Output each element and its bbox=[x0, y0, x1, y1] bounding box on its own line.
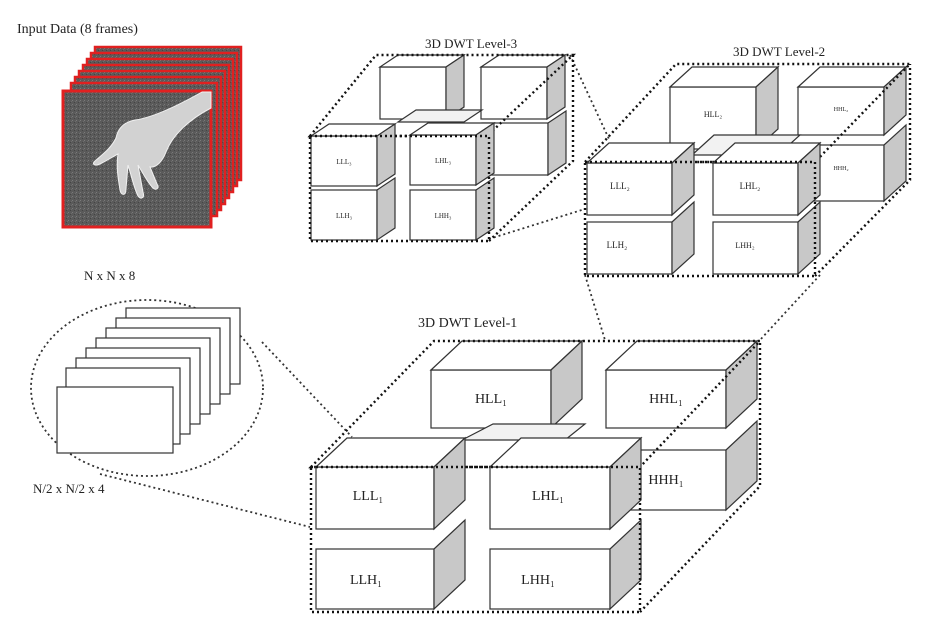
level3-cube: LLL₃ LHL₃ LLH₃ LHH₃ bbox=[307, 53, 577, 243]
level1-llh: LLH₁ bbox=[350, 573, 382, 588]
level2-llh: LLH₂ bbox=[607, 240, 628, 250]
level3-lhl: LHL₃ bbox=[435, 157, 452, 165]
level3-lll: LLL₃ bbox=[336, 158, 352, 166]
level1-lhl: LHL₁ bbox=[532, 489, 564, 504]
hand-image bbox=[93, 91, 212, 199]
level2-hll: HLL₂ bbox=[704, 110, 723, 119]
half-frames-ellipse bbox=[30, 299, 264, 477]
level1-hll: HLL₁ bbox=[475, 392, 507, 407]
level2-hhh: HHH₂ bbox=[833, 166, 848, 172]
connector-lines bbox=[99, 54, 821, 528]
level1-lhh: LHH₁ bbox=[521, 573, 555, 588]
level1-lll: LLL₁ bbox=[353, 489, 384, 504]
half-size-label: N/2 x N/2 x 4 bbox=[33, 481, 105, 496]
level3-lhh: LHH₃ bbox=[435, 212, 452, 220]
level2-lhl: LHL₂ bbox=[740, 181, 761, 191]
level1-hhl: HHL₁ bbox=[649, 392, 683, 407]
input-frames-stack bbox=[61, 45, 243, 229]
level2-title: 3D DWT Level-2 bbox=[733, 44, 826, 59]
level1-title: 3D DWT Level-1 bbox=[418, 316, 518, 331]
input-data-title: Input Data (8 frames) bbox=[17, 22, 138, 37]
level2-lhh: LHH₂ bbox=[735, 241, 754, 250]
level1-cube: HLL₁ HHL₁ HHH₁ LLL₁ LHL₁ LLH₁ LHH₁ bbox=[308, 339, 763, 614]
level1-hhh: HHH₁ bbox=[648, 473, 683, 488]
level3-title: 3D DWT Level-3 bbox=[425, 36, 518, 51]
level2-hhl: HHL₂ bbox=[834, 107, 848, 113]
input-size-label: N x N x 8 bbox=[84, 268, 136, 283]
level2-cube: HLL₂ HHL₂ HHH₂ LLL₂ LHL₂ LLH₂ LHH₂ bbox=[582, 62, 913, 278]
level3-llh: LLH₃ bbox=[336, 212, 353, 220]
level2-lll: LLL₂ bbox=[610, 181, 630, 191]
front-frame bbox=[61, 89, 213, 229]
